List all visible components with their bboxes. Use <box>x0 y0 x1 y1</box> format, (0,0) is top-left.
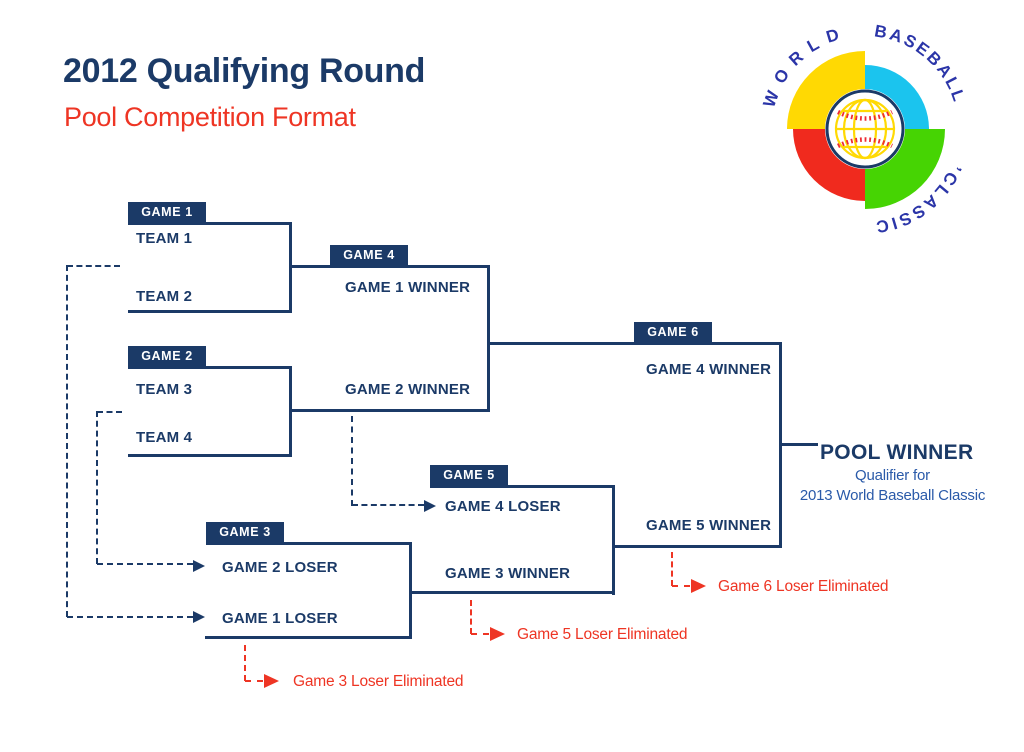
game5-bottom-line <box>409 591 615 594</box>
game6-elim-dash-horizontal <box>672 585 690 587</box>
page-subtitle: Pool Competition Format <box>64 102 356 132</box>
game2-loser-dash-top <box>97 411 122 413</box>
game1-bottom-line <box>128 310 292 313</box>
game1-top-line <box>128 222 292 225</box>
game1-top-entry: TEAM 1 <box>136 230 193 247</box>
game1-loser-arrow-icon <box>193 611 205 623</box>
game6-elim-dash-vertical <box>671 552 673 586</box>
game5-elim-dash-horizontal <box>471 633 489 635</box>
game2-loser-arrow-icon <box>193 560 205 572</box>
game3-bottom-line <box>205 636 412 639</box>
game5-elim-dash-vertical <box>470 600 472 634</box>
game3-elim-text: Game 3 Loser Eliminated <box>293 673 464 690</box>
game3-elim-arrow-icon <box>264 674 279 688</box>
game-5-label: GAME 5 <box>430 465 508 485</box>
game3-top-line <box>206 542 412 545</box>
game6-elim-text: Game 6 Loser Eliminated <box>718 578 889 595</box>
game5-top-line <box>430 485 615 488</box>
pool-winner-title: POOL WINNER <box>820 441 974 464</box>
game3-top-entry: GAME 2 LOSER <box>222 559 338 576</box>
game2-bottom-entry: TEAM 4 <box>136 429 193 446</box>
game3-bottom-entry: GAME 1 LOSER <box>222 610 338 627</box>
game4-loser-dash-horizontal <box>352 504 424 506</box>
page-title: 2012 Qualifying Round <box>63 52 426 90</box>
game5-elim-arrow-icon <box>490 627 505 641</box>
game-2-label: GAME 2 <box>128 346 206 366</box>
logo-blade-cyan <box>865 65 929 129</box>
game1-loser-dash-bottom <box>67 616 193 618</box>
game-4-label: GAME 4 <box>330 245 408 265</box>
game4-top-entry: GAME 1 WINNER <box>345 279 471 296</box>
wbc-logo: WORLD BASEBALL ’CLASSIC <box>759 21 966 236</box>
game3-right-line <box>409 542 412 639</box>
logo-blade-red <box>793 129 865 201</box>
game5-right-line <box>612 485 615 595</box>
pool-winner-line <box>779 443 818 446</box>
logo-blade-green <box>865 129 945 209</box>
game-3-label: GAME 3 <box>206 522 284 542</box>
pool-winner-subtitle-2: 2013 World Baseball Classic <box>799 487 986 504</box>
game6-elim-arrow-icon <box>691 579 706 593</box>
game6-bottom-line <box>612 545 782 548</box>
game2-bottom-line <box>128 454 292 457</box>
game1-loser-dash-vertical <box>66 265 68 617</box>
game2-loser-dash-bottom <box>97 563 193 565</box>
logo-globe-lines <box>834 98 896 160</box>
game6-top-line <box>487 342 782 345</box>
game3-elim-dash-horizontal <box>245 680 263 682</box>
game-6-label: GAME 6 <box>634 322 712 342</box>
game3-elim-dash-vertical <box>244 645 246 681</box>
game-1-label: GAME 1 <box>128 202 206 222</box>
game6-bottom-entry: GAME 5 WINNER <box>646 517 772 534</box>
game6-top-entry: GAME 4 WINNER <box>646 361 772 378</box>
game4-loser-dash-vertical <box>351 416 353 506</box>
game5-bottom-entry: GAME 3 WINNER <box>445 565 571 582</box>
game4-loser-arrow-icon <box>424 500 436 512</box>
game4-bottom-line <box>289 409 490 412</box>
game2-top-line <box>128 366 292 369</box>
game4-right-line <box>487 265 490 412</box>
logo-baseball-stitches <box>837 109 893 149</box>
game4-top-line <box>289 265 490 268</box>
pool-winner-subtitle-1: Qualifier for <box>855 467 930 484</box>
game1-bottom-entry: TEAM 2 <box>136 288 193 305</box>
game4-bottom-entry: GAME 2 WINNER <box>345 381 471 398</box>
game5-top-entry: GAME 4 LOSER <box>445 498 561 515</box>
game5-elim-text: Game 5 Loser Eliminated <box>517 626 688 643</box>
logo-blade-yellow <box>787 51 865 129</box>
game2-loser-dash-vertical <box>96 411 98 564</box>
game1-loser-dash-top <box>67 265 120 267</box>
game2-top-entry: TEAM 3 <box>136 381 193 398</box>
